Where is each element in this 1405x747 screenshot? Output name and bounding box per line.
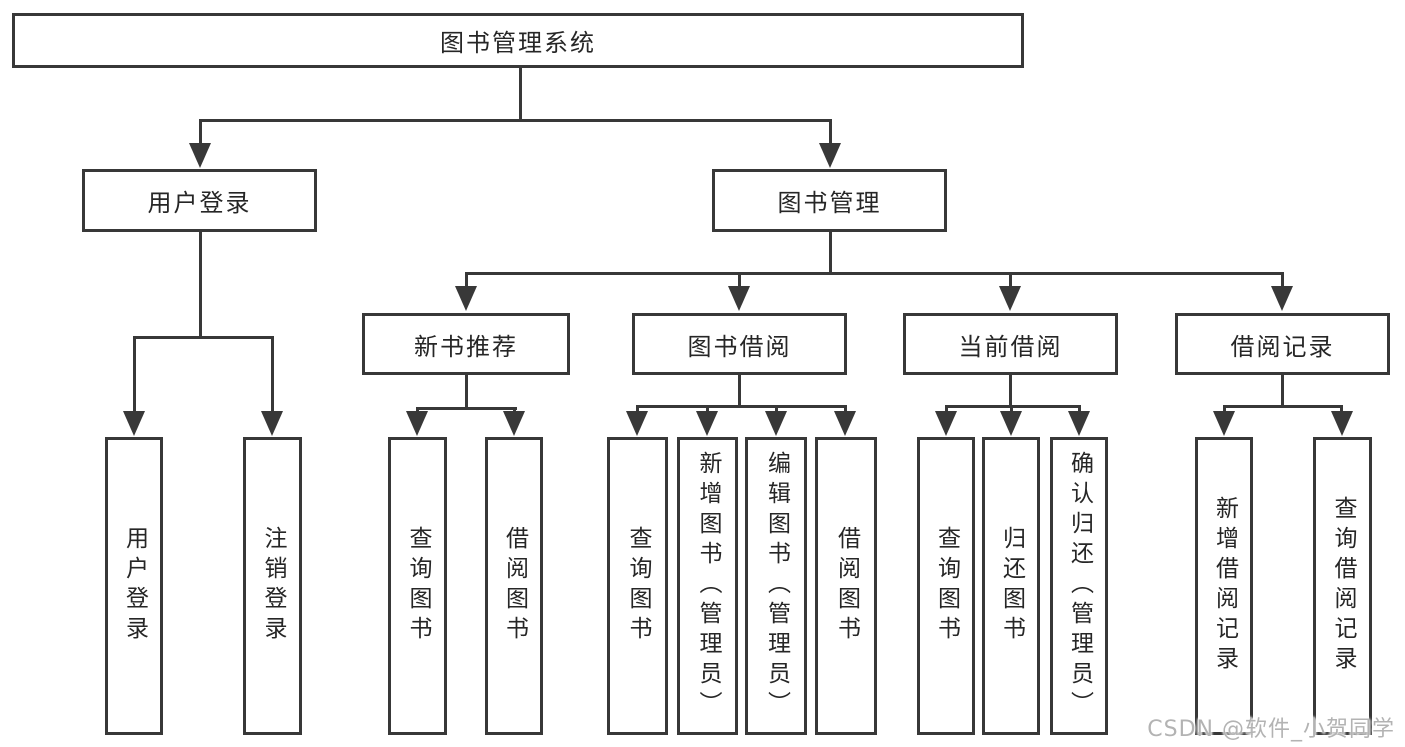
- leaf-label: 注销登录: [260, 526, 286, 646]
- arrowhead-down-icon: [1331, 411, 1353, 436]
- leaf-borrow-books-recommend: 借阅图书: [485, 437, 543, 735]
- connector-line: [1009, 375, 1012, 408]
- node-label: 借阅记录: [1230, 332, 1335, 361]
- arrowhead-down-icon: [406, 411, 428, 436]
- arrowhead-down-icon: [999, 286, 1021, 311]
- leaf-query-borrow-record: 查询借阅记录: [1313, 437, 1372, 735]
- leaf-label: 借阅图书: [833, 526, 860, 646]
- node-current-borrow: 当前借阅: [903, 313, 1118, 375]
- connector-line: [738, 375, 741, 408]
- arrowhead-down-icon: [1000, 411, 1022, 436]
- arrowhead-down-icon: [1213, 411, 1235, 436]
- node-borrow-records: 借阅记录: [1175, 313, 1390, 375]
- arrowhead-down-icon: [455, 286, 477, 311]
- leaf-label: 借阅图书: [501, 526, 528, 646]
- connector-line: [738, 272, 741, 292]
- connector-line: [199, 119, 832, 122]
- arrowhead-down-icon: [503, 411, 525, 436]
- arrowhead-down-icon: [728, 286, 750, 311]
- connector-line: [271, 336, 274, 416]
- connector-line: [199, 119, 202, 149]
- leaf-query-books-recommend: 查询图书: [388, 437, 447, 735]
- arrowhead-down-icon: [626, 411, 648, 436]
- leaf-label: 确认归还（管理员）: [1066, 451, 1093, 721]
- node-label: 图书管理系统: [440, 29, 596, 57]
- connector-line: [1281, 272, 1284, 292]
- node-label: 用户登录: [147, 189, 252, 217]
- leaf-label: 归还图书: [998, 526, 1025, 646]
- leaf-label: 查询图书: [625, 526, 651, 646]
- connector-line: [945, 405, 1081, 408]
- arrowhead-down-icon: [261, 411, 283, 436]
- leaf-add-borrow-record: 新增借阅记录: [1195, 437, 1253, 735]
- connector-line: [466, 272, 1284, 275]
- connector-line: [636, 405, 847, 408]
- leaf-logout: 注销登录: [243, 437, 302, 735]
- arrowhead-down-icon: [1068, 411, 1090, 436]
- leaf-label: 查询借阅记录: [1330, 496, 1356, 676]
- leaf-label: 查询图书: [933, 526, 960, 646]
- connector-line: [1281, 375, 1284, 408]
- leaf-confirm-return-admin: 确认归还（管理员）: [1050, 437, 1108, 735]
- connector-line: [829, 232, 832, 275]
- leaf-borrow-books: 借阅图书: [815, 437, 877, 735]
- connector-line: [465, 272, 468, 292]
- arrowhead-down-icon: [935, 411, 957, 436]
- connector-line: [133, 336, 136, 416]
- connector-line: [133, 336, 274, 339]
- leaf-query-books-borrow: 查询图书: [607, 437, 668, 735]
- node-label: 图书管理: [777, 189, 882, 217]
- connector-line: [519, 68, 522, 121]
- connector-line: [199, 232, 202, 339]
- node-root-library-system: 图书管理系统: [12, 13, 1024, 68]
- leaf-label: 新增借阅记录: [1211, 496, 1238, 676]
- node-label: 图书借阅: [687, 332, 792, 361]
- leaf-edit-books-admin: 编辑图书（管理员）: [745, 437, 807, 735]
- connector-line: [416, 407, 517, 410]
- node-label: 当前借阅: [958, 332, 1063, 361]
- arrowhead-down-icon: [834, 411, 856, 436]
- connector-line: [1223, 405, 1343, 408]
- arrowhead-down-icon: [765, 411, 787, 436]
- leaf-label: 新增图书（管理员）: [695, 451, 721, 721]
- arrowhead-down-icon: [123, 411, 145, 436]
- arrowhead-down-icon: [696, 411, 718, 436]
- leaf-return-books: 归还图书: [982, 437, 1040, 735]
- node-label: 新书推荐: [414, 332, 518, 361]
- connector-line: [829, 119, 832, 149]
- node-book-management: 图书管理: [712, 169, 947, 232]
- leaf-label: 用户登录: [121, 526, 148, 646]
- leaf-label: 查询图书: [405, 526, 431, 646]
- leaf-user-login: 用户登录: [105, 437, 163, 735]
- node-user-login: 用户登录: [82, 169, 317, 232]
- leaf-add-books-admin: 新增图书（管理员）: [677, 437, 738, 735]
- arrowhead-down-icon: [819, 143, 841, 168]
- connector-line: [465, 375, 468, 410]
- node-new-book-recommend: 新书推荐: [362, 313, 570, 375]
- leaf-query-books-current: 查询图书: [917, 437, 975, 735]
- connector-line: [1009, 272, 1012, 292]
- arrowhead-down-icon: [1271, 286, 1293, 311]
- node-book-borrow: 图书借阅: [632, 313, 847, 375]
- leaf-label: 编辑图书（管理员）: [763, 451, 790, 721]
- arrowhead-down-icon: [189, 143, 211, 168]
- csdn-watermark: CSDN @软件_小贺同学: [1147, 717, 1395, 742]
